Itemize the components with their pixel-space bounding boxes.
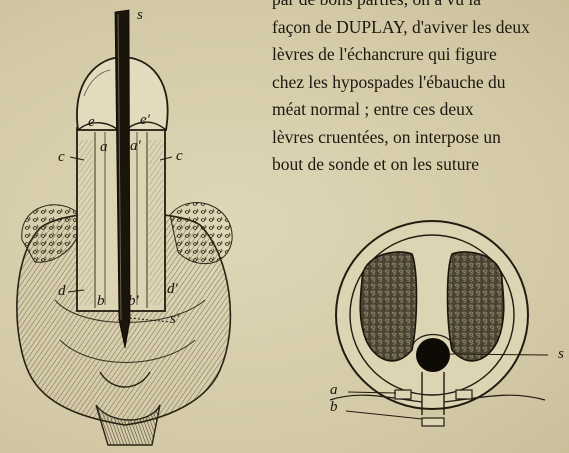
label-c-left: c [58,150,65,165]
label-b-left: b [97,294,105,309]
label-d-left: d [58,284,66,299]
text-line-5: méat normal ; entre ces deux [272,96,569,124]
sound-section [416,338,450,372]
label-s-section: s [558,347,564,362]
label-c-right: c [176,149,183,164]
text-line-2: façon de DUPLAY, d'aviver les deux [272,14,569,42]
corpus-cavernosum-left [360,252,416,361]
text-line-7: bout de sonde et on les suture [272,151,569,179]
text-line-4: chez les hypospades l'ébauche du [272,69,569,97]
label-b-section: b [330,400,338,415]
label-s-top: s [137,8,143,23]
label-e-right: e' [140,113,150,128]
label-b-right: b' [128,294,139,309]
label-d-right: d' [167,282,178,297]
text-line-3: lèvres de l'échancrure qui figure [272,41,569,69]
label-s-bottom: s' [170,312,179,327]
paragraph-text: par de bons parties, on a vu la façon de… [272,0,569,179]
corpus-cavernosum-right [448,252,504,361]
label-e-left: e [88,115,95,130]
cross-section-figure [300,220,569,453]
surgical-figure-left [0,0,260,453]
label-a-left: a [100,140,108,155]
text-line-6: lèvres cruentées, on interpose un [272,124,569,152]
label-a-right: a' [130,139,141,154]
label-a-section: a [330,383,338,398]
text-line-1: par de bons parties, on a vu la [272,0,569,14]
